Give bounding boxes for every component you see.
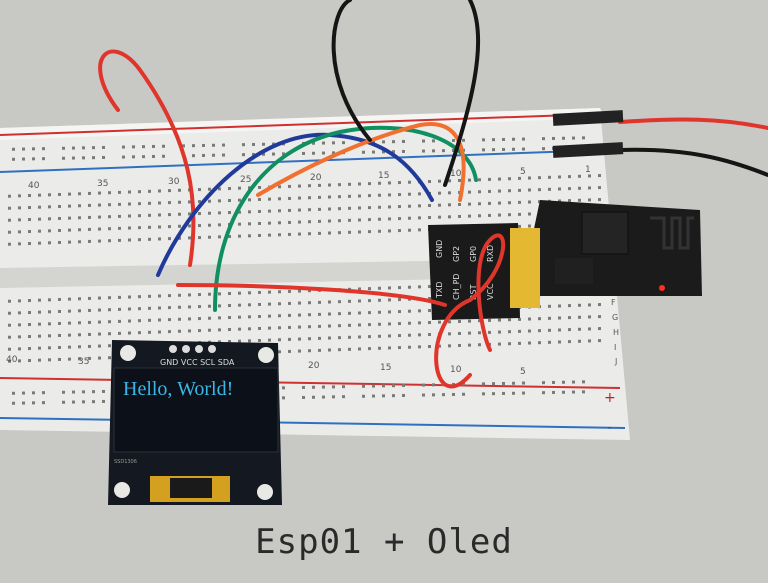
rail-plus-label: + — [604, 390, 616, 406]
adapter-pin-label: CH_PD — [452, 273, 461, 300]
row-number: 10 — [450, 365, 462, 375]
black-wire-right — [618, 147, 768, 177]
orange-wire — [256, 122, 466, 202]
connector-head — [552, 110, 624, 126]
adapter-pin-label: RXD — [486, 245, 495, 262]
row-number: 20 — [310, 173, 322, 183]
row-number: 1 — [585, 165, 591, 175]
red-wire — [98, 49, 196, 267]
column-letter: J — [614, 357, 617, 366]
row-number: 20 — [308, 361, 320, 371]
power-led — [659, 285, 665, 291]
adapter-pin-label: RST — [469, 284, 478, 300]
row-number: 5 — [520, 167, 526, 177]
bottom-rail-red-line — [0, 377, 621, 389]
oled-screen — [113, 367, 279, 453]
adapter-pin-label: TXD — [435, 281, 444, 299]
oled-display-module: GND VCC SCL SDA Hello, World! SSD1306 — [108, 340, 282, 505]
column-letter: H — [613, 328, 619, 337]
oled-pin-labels: GND VCC SCL SDA — [160, 358, 235, 367]
top-rail-red-line — [0, 113, 601, 136]
flash-chip — [555, 258, 593, 284]
row-number: 35 — [78, 357, 89, 367]
adapter-pin-label: GP0 — [469, 246, 478, 262]
blue-wire — [156, 132, 434, 277]
mount-hole — [114, 482, 130, 498]
row-number: 25 — [240, 175, 251, 185]
oled-chip-label: SSD1306 — [114, 459, 137, 465]
header-pin — [208, 345, 216, 353]
column-letter: I — [614, 343, 616, 352]
row-number: 40 — [6, 355, 18, 365]
row-number: 10 — [450, 169, 462, 179]
row-number: 15 — [380, 363, 391, 373]
header-pin — [169, 345, 177, 353]
adapter-pin-label: VCC — [486, 283, 495, 300]
mount-hole — [120, 345, 136, 361]
pcb-antenna — [650, 216, 694, 250]
adapter-pin-label: GND — [435, 240, 444, 258]
esp01-adapter-board: GND GP2 GP0 RXD TXD CH_PD RST VCC — [428, 223, 540, 320]
green-wire — [213, 125, 478, 312]
red-wire-loop — [434, 233, 506, 389]
adapter-header — [510, 228, 540, 308]
mount-hole — [257, 484, 273, 500]
column-letter: F — [611, 298, 616, 307]
row-number: 5 — [520, 367, 526, 377]
esp01-module — [520, 200, 702, 296]
row-number: 30 — [168, 177, 180, 187]
esp-chip — [581, 211, 629, 255]
red-wire-long — [176, 283, 447, 307]
adapter-pin-label: GP2 — [452, 246, 461, 262]
oled-screen-text: Hello, World! — [123, 378, 233, 400]
rail-minus-label: - — [607, 420, 612, 436]
header-pin — [182, 345, 190, 353]
red-wire-right — [618, 117, 768, 130]
row-number: 35 — [97, 179, 108, 189]
bottom-rail-blue-line — [0, 417, 626, 429]
header-pin — [195, 345, 203, 353]
row-number: 15 — [378, 171, 389, 181]
jumper-wires — [98, 0, 768, 389]
mount-hole — [258, 347, 274, 363]
black-wire-top — [331, 0, 481, 187]
column-letter: G — [612, 313, 618, 322]
caption: Esp01 + Oled — [255, 522, 513, 562]
top-rail-blue-line — [0, 149, 606, 173]
row-number: 40 — [28, 181, 40, 191]
connector-head — [552, 142, 624, 158]
